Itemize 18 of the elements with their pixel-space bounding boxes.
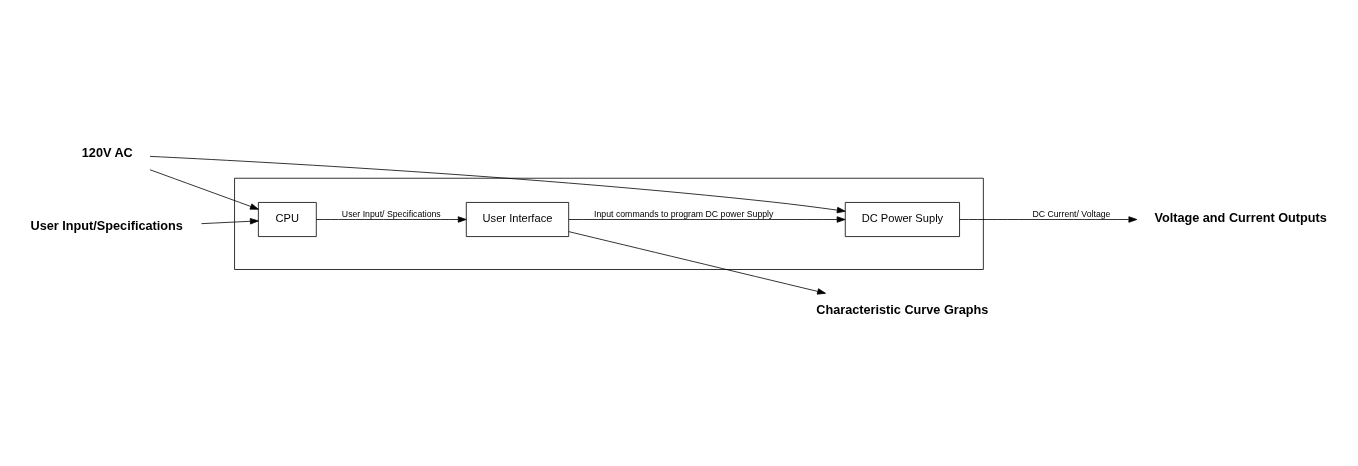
arrow — [568, 216, 846, 223]
node-box: User Interface — [465, 202, 570, 237]
arrow — [568, 231, 826, 295]
arrow — [201, 218, 259, 225]
arrow — [149, 155, 846, 214]
arrow — [149, 169, 259, 210]
node-text: User Input/Specifications — [30, 219, 183, 234]
arrow — [316, 216, 467, 223]
node-box: CPU — [257, 202, 317, 237]
cluster — [234, 177, 984, 270]
node-text: 120V AC — [81, 145, 133, 160]
arrow — [959, 216, 1138, 223]
edge-label: User Input/ Specifications — [341, 208, 441, 219]
node-text: Voltage and Current Outputs — [1154, 210, 1327, 225]
edge-label: Input commands to program DC power Supply — [594, 208, 774, 219]
edge-label: DC Current/ Voltage — [1032, 208, 1111, 219]
node-text: Characteristic Curve Graphs — [816, 302, 989, 317]
node-box: DC Power Suply — [844, 202, 960, 237]
